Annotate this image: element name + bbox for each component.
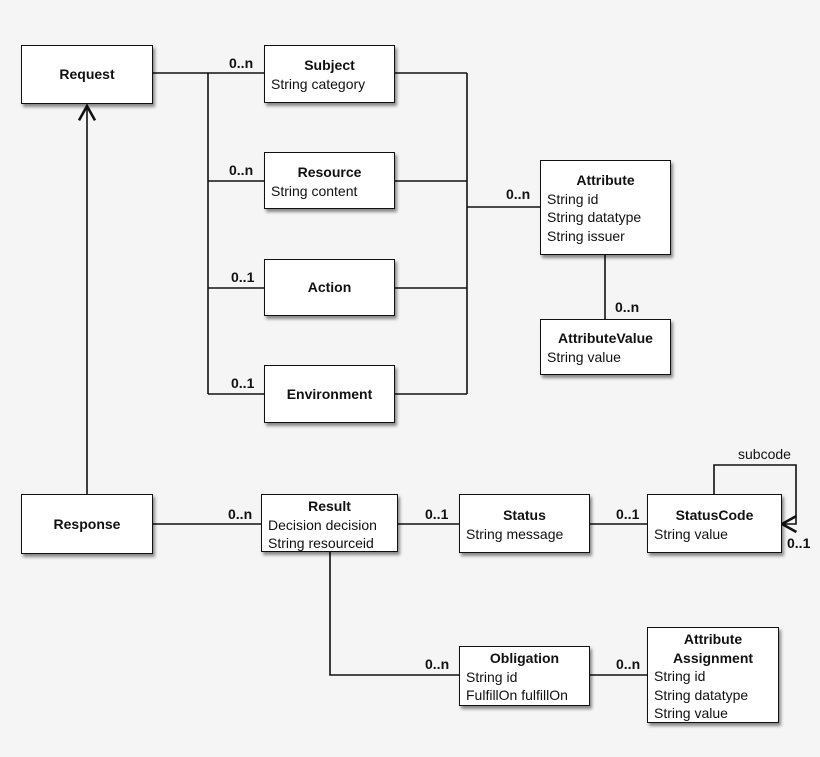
multiplicity-subcode: 0..1	[787, 535, 811, 551]
multiplicity-attributeassignment: 0..n	[616, 656, 641, 672]
attributeassignment-class-name-line2: Assignment	[672, 649, 754, 666]
action-class-name: Action	[307, 279, 352, 296]
statuscode-class-name: StatusCode	[675, 507, 754, 523]
resource-class-box[interactable]: Resource String content	[264, 152, 395, 209]
statuscode-attr-value: String value	[654, 525, 728, 542]
attribute-class-name: Attribute	[576, 172, 635, 188]
obligation-attr-fulfillon: FulfillOn fulfillOn	[466, 687, 568, 703]
attributeassignment-attr-datatype: String datatype	[654, 686, 749, 703]
multiplicity-statuscode: 0..1	[616, 506, 640, 522]
attributevalue-attr-value: String value	[547, 348, 621, 365]
subject-attr-category: String category	[271, 75, 366, 92]
obligation-attr-id: String id	[466, 668, 518, 685]
result-attr-decision: Decision decision	[268, 516, 377, 533]
response-class-box[interactable]: Response	[21, 494, 153, 554]
status-class-box[interactable]: Status String message	[459, 494, 590, 553]
attributeassignment-class-name-line1: Attribute	[683, 631, 743, 647]
resource-class-name: Resource	[297, 164, 362, 180]
attributevalue-class-box[interactable]: AttributeValue String value	[540, 319, 671, 375]
multiplicity-obligation: 0..n	[425, 656, 450, 672]
result-class-name: Result	[308, 498, 351, 514]
status-attr-message: String message	[466, 525, 564, 542]
action-class-box[interactable]: Action	[264, 259, 395, 316]
subject-class-name: Subject	[304, 57, 355, 73]
environment-class-box[interactable]: Environment	[264, 365, 395, 423]
attributeassignment-attr-id: String id	[654, 668, 706, 684]
multiplicity-action: 0..1	[231, 269, 255, 285]
multiplicity-status: 0..1	[425, 506, 449, 522]
subcode-loop	[713, 464, 798, 534]
subject-class-box[interactable]: Subject String category	[264, 45, 395, 103]
attribute-attr-issuer: String issuer	[547, 227, 625, 244]
attributeassignment-class-box[interactable]: Attribute Assignment String id String da…	[647, 627, 779, 723]
request-class-name: Request	[59, 66, 115, 83]
resource-attr-content: String content	[271, 182, 358, 199]
attribute-class-box[interactable]: Attribute String id String datatype Stri…	[540, 160, 671, 255]
attributevalue-class-name: AttributeValue	[558, 330, 653, 346]
attribute-attr-id: String id	[547, 190, 599, 207]
obligation-class-name: Obligation	[489, 650, 560, 666]
request-class-box[interactable]: Request	[21, 45, 153, 104]
multiplicity-environment: 0..1	[231, 375, 255, 391]
result-attr-resourceid: String resourceid	[268, 535, 374, 551]
statuscode-class-box[interactable]: StatusCode String value	[647, 494, 782, 553]
attribute-attr-datatype: String datatype	[547, 209, 642, 225]
subcode-role-label: subcode	[738, 446, 791, 462]
response-class-name: Response	[53, 515, 121, 532]
obligation-class-box[interactable]: Obligation String id FulfillOn fulfillOn	[459, 646, 590, 706]
multiplicity-attribute: 0..n	[506, 186, 531, 202]
environment-class-name: Environment	[286, 385, 373, 402]
multiplicity-result: 0..n	[228, 506, 253, 522]
multiplicity-attributevalue: 0..n	[615, 299, 640, 315]
multiplicity-resource: 0..n	[229, 162, 254, 178]
result-class-box[interactable]: Result Decision decision String resource…	[261, 494, 398, 552]
multiplicity-subject: 0..n	[229, 55, 254, 71]
result-obligation-line	[329, 552, 459, 676]
attributeassignment-attr-value: String value	[654, 705, 728, 721]
status-class-name: Status	[503, 507, 546, 523]
